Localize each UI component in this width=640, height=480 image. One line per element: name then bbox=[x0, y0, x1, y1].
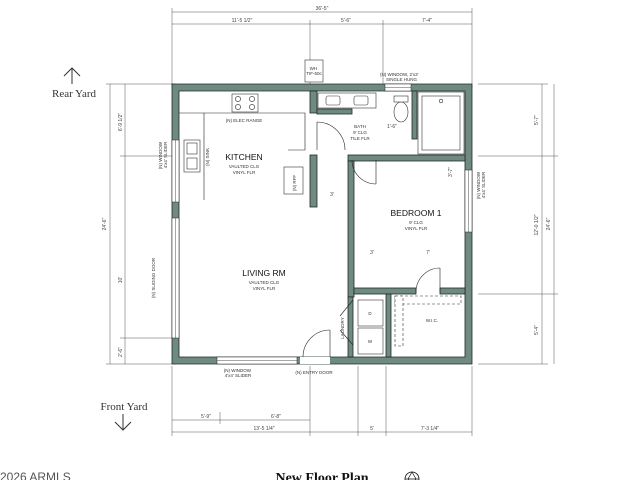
up-arrow-icon bbox=[63, 67, 81, 84]
wh-label: WH TIF-50c bbox=[306, 66, 322, 76]
water-heater bbox=[304, 59, 324, 83]
dim-top-overall: 36'-5" bbox=[316, 6, 329, 12]
dim-hall: 3' bbox=[330, 192, 334, 198]
laundry-fixtures bbox=[357, 295, 462, 355]
bath-fixtures bbox=[317, 91, 465, 155]
dim-left-b: 10' bbox=[118, 277, 124, 284]
exterior-walls bbox=[171, 83, 473, 365]
bath-sub1: 9' CLG bbox=[353, 130, 367, 135]
doors bbox=[302, 121, 441, 358]
dim-bed-b: 7' bbox=[426, 250, 430, 256]
bath-name: BATH bbox=[354, 124, 366, 129]
kitchen-sub2: VINYL FLR bbox=[233, 170, 256, 175]
dim-bottom-c: 5' bbox=[370, 426, 374, 432]
dim-left-c: 2'-6" bbox=[118, 347, 124, 357]
dim-top-c: 7'-4" bbox=[422, 18, 432, 24]
window-bedroom-label: (N) WINDOW 4'x4' SLIDER bbox=[476, 171, 486, 200]
dim-left-a: 6'-9 1/2" bbox=[118, 113, 124, 132]
dryer-label: D bbox=[368, 311, 372, 316]
washer-label: W bbox=[368, 339, 373, 344]
entry-door-label: (N) ENTRY DOOR bbox=[295, 370, 333, 375]
dim-bottom-a: 5'-9" bbox=[201, 414, 211, 420]
living-sub1: VAULTED CLG bbox=[249, 280, 280, 285]
bedroom-sub2: VINYL FLR bbox=[405, 226, 428, 231]
dim-bottom-b: 6'-8" bbox=[271, 414, 281, 420]
window-kitchen-label: (N) WINDOW 4'x4' SLIDER bbox=[158, 141, 168, 170]
sink-label: (N) SINK bbox=[205, 148, 210, 166]
sliding-door-label: (N) SLIDING DOOR bbox=[151, 257, 156, 298]
front-yard-label: Front Yard bbox=[100, 401, 148, 413]
laundry-label: LAUNDRY bbox=[340, 317, 345, 338]
down-arrow-icon bbox=[114, 414, 132, 431]
refr-label: (N) RFF bbox=[292, 175, 297, 191]
kitchen-name: KITCHEN bbox=[225, 152, 262, 162]
dim-right-total: 24'-6" bbox=[546, 217, 552, 230]
rear-yard-label: Rear Yard bbox=[52, 88, 96, 100]
copyright: 2026 ARMLS bbox=[0, 470, 71, 480]
left-dimensions: 24'-6" 6'-9 1/2" 10' 2'-6" bbox=[102, 83, 176, 365]
bath-sub2: TILE FLR bbox=[350, 136, 370, 141]
bedroom-name: BEDROOM 1 bbox=[390, 208, 441, 218]
living-sub2: VINYL FLR bbox=[253, 286, 276, 291]
plan-title: New Floor Plan bbox=[275, 471, 368, 480]
wh-label-line: WH bbox=[310, 66, 318, 71]
fixture-labels: WH TIF-50c (N) WINDOW, 2'x3' SINGLE HUNG… bbox=[151, 66, 486, 378]
interior-walls bbox=[309, 90, 466, 358]
window-top-label: (N) WINDOW, 2'x3' SINGLE HUNG bbox=[380, 72, 420, 82]
wic-name: W.I.C. bbox=[426, 318, 438, 323]
bottom-dimensions: 5'-9" 6'-8" 13'-5 1/4" 5' 7'-3 1/4" bbox=[171, 366, 473, 436]
dim-right-c: 5'-4" bbox=[534, 325, 540, 335]
front-yard: Front Yard bbox=[100, 401, 148, 431]
dim-bottom-overall: 13'-5 1/4" bbox=[253, 426, 274, 432]
room-labels: KITCHEN VAULTED CLG VINYL FLR BATH 9' CL… bbox=[225, 124, 441, 323]
dim-top-a: 11'-5 1/2" bbox=[232, 18, 253, 24]
north-arrow-icon bbox=[404, 471, 420, 480]
right-dimensions: 5'-7" 12'-0 1/2" 5'-4" 24'-6" bbox=[478, 83, 558, 365]
rear-yard: Rear Yard bbox=[52, 67, 96, 100]
dim-top-b: 5'-6" bbox=[341, 18, 351, 24]
dim-bed-a: 3' bbox=[370, 250, 374, 256]
living-name: LIVING RM bbox=[242, 268, 285, 278]
dim-bottom-d: 7'-3 1/4" bbox=[421, 426, 440, 432]
dim-bath-gap: 1'-6" bbox=[387, 124, 397, 130]
dim-right-b: 12'-0 1/2" bbox=[534, 214, 540, 235]
dim-left-total: 24'-6" bbox=[102, 217, 108, 230]
dim-bath-side: 3'-7" bbox=[448, 167, 454, 177]
kitchen-fixtures bbox=[179, 59, 324, 200]
window-front-label: (N) WINDOW 4'x4' SLIDER bbox=[224, 368, 253, 378]
dim-right-a: 5'-7" bbox=[534, 115, 540, 125]
wh-label-line: TIF-50c bbox=[306, 71, 322, 76]
elec-range-label: (N) ELEC RANGE bbox=[226, 118, 263, 123]
kitchen-sub1: VAULTED CLG bbox=[229, 164, 260, 169]
bedroom-sub1: 9' CLG bbox=[409, 220, 423, 225]
